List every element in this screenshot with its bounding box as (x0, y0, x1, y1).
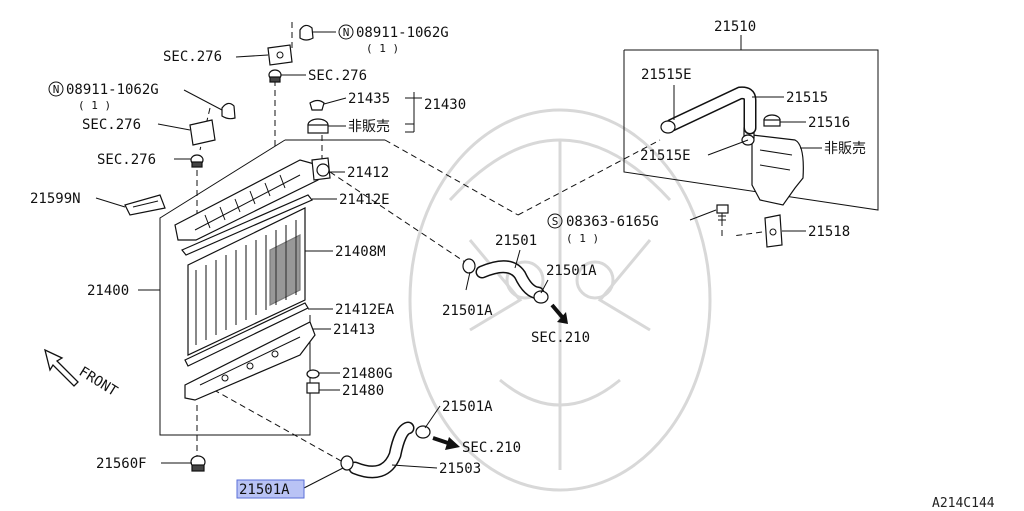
label-08911-1062G-left[interactable]: 08911-1062G (66, 82, 159, 98)
label-21412[interactable]: 21412 (347, 165, 389, 181)
label-sec276-b[interactable]: SEC.276 (308, 68, 367, 84)
mount-rubber-top (268, 69, 282, 83)
label-21400[interactable]: 21400 (87, 283, 129, 299)
front-label: FRONT (76, 364, 121, 400)
label-21430[interactable]: 21430 (424, 97, 466, 113)
label-21515[interactable]: 21515 (786, 90, 828, 106)
diagram-code: A214C144 (932, 496, 995, 511)
label-21435[interactable]: 21435 (348, 91, 390, 107)
watermark-emblem-icon (408, 108, 712, 492)
label-not-for-sale-cap: 非販売 (348, 119, 390, 135)
upper-hose-21501 (475, 260, 545, 300)
label-21599N[interactable]: 21599N (30, 191, 81, 207)
reservoir-bracket (764, 214, 783, 248)
reservoir-cap (763, 114, 781, 127)
label-21501A-left[interactable]: 21501A (442, 303, 493, 319)
label-21413[interactable]: 21413 (333, 322, 375, 338)
label-21503[interactable]: 21503 (439, 461, 481, 477)
label-08911-left-qty: ( 1 ) (78, 99, 111, 112)
n-symbol-top: N (343, 26, 350, 39)
drain-plug-21480 (306, 382, 320, 394)
lower-hose-21503 (348, 421, 415, 479)
label-sec210-lower[interactable]: SEC.210 (462, 440, 521, 456)
label-21518[interactable]: 21518 (808, 224, 850, 240)
label-21501A-mid[interactable]: 21501A (442, 399, 493, 415)
label-21412E[interactable]: 21412E (339, 192, 390, 208)
hose-clamp-21515E-top (660, 120, 676, 134)
label-sec276-d[interactable]: SEC.276 (97, 152, 156, 168)
seal-21412EA (184, 302, 309, 367)
label-21480G[interactable]: 21480G (342, 366, 393, 382)
leader-lines (95, 31, 822, 489)
s-circle-icon: S (547, 213, 563, 229)
label-21515E-bottom[interactable]: 21515E (640, 148, 691, 164)
hose-clamp-21501A-left (462, 258, 476, 274)
label-sec210-upper[interactable]: SEC.210 (531, 330, 590, 346)
label-21412EA[interactable]: 21412EA (335, 302, 395, 318)
n-circle-icon-top: N (338, 24, 354, 40)
lower-tank (184, 321, 316, 401)
small-cap-21435 (309, 99, 325, 111)
mount-rubber-left (190, 154, 204, 168)
overflow-hose (665, 86, 757, 135)
label-21516[interactable]: 21516 (808, 115, 850, 131)
hose-clamp-21501A-mid (415, 425, 431, 439)
label-08911-1062G-top[interactable]: 08911-1062G (356, 25, 449, 41)
label-21501A-right[interactable]: 21501A (546, 263, 597, 279)
label-21480[interactable]: 21480 (342, 383, 384, 399)
s-symbol: S (552, 215, 559, 228)
reservoir-group-box (623, 49, 879, 211)
n-circle-icon-left: N (48, 81, 64, 97)
radiator-core (187, 207, 306, 356)
filler-cap (307, 118, 329, 134)
filler-neck (311, 157, 331, 181)
mount-rubber-bottom (190, 455, 206, 472)
label-sec276-c[interactable]: SEC.276 (82, 117, 141, 133)
label-not-for-sale-tank: 非販売 (824, 141, 866, 157)
seal-21412E (181, 194, 313, 256)
mount-bracket-top (267, 24, 314, 66)
label-21501A-selected[interactable]: 21501A (239, 482, 290, 498)
radiator-group-box (159, 139, 385, 436)
label-08363-6165G[interactable]: 08363-6165G (566, 214, 659, 230)
arrow-sec210-lower-icon (432, 436, 460, 450)
label-21501[interactable]: 21501 (495, 233, 537, 249)
label-21408M[interactable]: 21408M (335, 244, 386, 260)
arrow-sec210-upper-icon (550, 303, 568, 324)
front-arrow-icon (44, 348, 79, 387)
n-symbol-left: N (53, 83, 60, 96)
hose-clamp-21501A-lower (340, 455, 354, 471)
label-21560F[interactable]: 21560F (96, 456, 147, 472)
label-21515E-top[interactable]: 21515E (641, 67, 692, 83)
label-08363-qty: ( 1 ) (566, 232, 599, 245)
label-21510[interactable]: 21510 (714, 19, 756, 35)
label-sec276-a[interactable]: SEC.276 (163, 49, 222, 65)
upper-tank (174, 159, 319, 241)
hose-clamp-21501A-right (533, 290, 549, 304)
mount-bracket-left (189, 102, 236, 146)
bolt-08363 (716, 204, 729, 225)
drain-plug-21480G (306, 369, 320, 379)
label-08911-top-qty: ( 1 ) (366, 42, 399, 55)
selected-part-highlight[interactable] (236, 479, 305, 499)
label-plate-21599N (124, 194, 166, 216)
